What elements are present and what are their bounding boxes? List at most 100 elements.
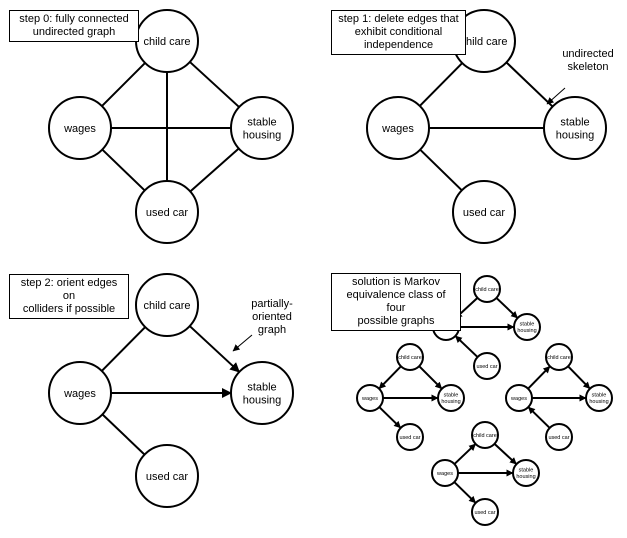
solution-graph3-edge-child_care-stable_housing [567,365,591,390]
step0-node-wages: wages [48,96,112,160]
solution-graph1-node-used-car: used car [473,352,501,380]
solution-graph2-node-label-wages: wages [361,396,378,402]
solution-graph4-node-label-used-car: used car [474,510,495,516]
step0-node-child-care: child care [135,9,199,73]
step0-caption-line1: step 0: fully connected [19,13,129,25]
step1-node-label-child-care: child care [460,36,507,48]
solution-graph4-node-label-wages: wages [436,471,453,477]
solution-graph4-edge-child_care-stable_housing [493,443,518,465]
step1-node-label-housing: housing [556,129,595,141]
solution-graph2-node-label-child-care: child care [398,355,422,361]
solution-graph4-node-label-housing: housing [516,474,535,480]
solution-graph2-node-label-used-car: used car [399,435,420,441]
solution-graph3-edge-used_car-wages [527,406,551,429]
solution-graph3-node-label-stable: stable [592,393,607,399]
step2-edge-child_care-wages [101,326,146,372]
step2-node-label-child-care: child care [143,300,190,312]
solution-graph2-node-child-care: child care [396,343,424,371]
partially-oriented-annotation: partially- oriented graph [242,298,302,337]
solution-graph1-edge-used_car-wages [454,335,479,358]
solution-graph4-edge-wages-child_care [453,443,477,465]
solution-graph3-node-label-used-car: used car [548,435,569,441]
step2-caption: step 2: orient edges on colliders if pos… [9,274,129,319]
solution-graph3-node-label-child-care: child care [547,355,571,361]
step0-node-used-car: used car [135,180,199,244]
step0-edge-wages-used_car [101,148,146,192]
solution-graph1-node-label-used-car: used car [476,364,497,370]
solution-graph4-node-label-child-care: child care [473,433,497,439]
solution-graph3-edge-wages-child_care [527,365,551,390]
solution-graph1-node-label-housing: housing [517,328,536,334]
step0-node-label-stable: stable [247,116,276,128]
partially-oriented-line3: graph [257,324,287,336]
step1-graph [419,61,554,192]
step2-node-label-stable: stable [247,381,276,393]
step1-node-label-stable: stable [560,116,589,128]
solution-graph3-node-child-care: child care [545,343,573,371]
step1-node-wages: wages [366,96,430,160]
step2-node-wages: wages [48,361,112,425]
partially-oriented-line2: oriented [252,311,292,323]
step0-node-label-used-car: used car [146,207,189,219]
step1-caption: step 1: delete edges that exhibit condit… [331,10,466,55]
solution-graph3-node-wages: wages [505,384,533,412]
step1-edge-child_care-wages [419,62,463,107]
solution-graph2-node-label-housing: housing [441,399,460,405]
step0-node-label-child-care: child care [143,36,190,48]
solution-graph2-graph [378,365,443,429]
step2-graph [101,325,240,456]
step1-caption-line1: step 1: delete edges that [338,13,459,25]
solution-graph4-node-label-stable: stable [519,468,534,474]
solution-graph1-node-label-child-care: child care [475,287,499,293]
step1-edge-wages-used_car [419,148,463,192]
step2-node-used-car: used car [135,444,199,508]
step0-edge-child_care-wages [101,62,146,107]
solution-graph4-node-child-care: child care [471,421,499,449]
step1-caption-line2: exhibit conditional [354,26,443,38]
skeleton-pointer-arrow [546,87,566,105]
step2-node-label-used-car: used car [146,471,189,483]
solution-graph2-node-label-stable: stable [444,393,459,399]
solution-caption-line2: equivalence class of four [346,289,446,314]
undirected-skeleton-line2: skeleton [567,61,609,73]
step2-edge-wages-used_car [101,413,146,456]
solution-graph2-edge-child_care-stable_housing [418,365,443,390]
solution-graph4-edge-wages-used_car [453,481,477,504]
solution-graph1-edge-child_care-stable_housing [495,297,519,319]
solution-graph2-node-used-car: used car [396,423,424,451]
step2-edge-child_care-stable_housing [189,325,240,373]
partially-oriented-pointer-arrow [232,334,253,352]
step0-caption: step 0: fully connected undirected graph [9,10,139,42]
step1-node-label-used-car: used car [463,207,506,219]
solution-graph1-node-child-care: child care [473,275,501,303]
solution-graph3-node-label-wages: wages [510,396,527,402]
solution-caption-line3: possible graphs [357,315,435,327]
step2-caption-line2: colliders if possible [22,303,116,315]
solution-graph4-graph [453,443,518,504]
step2-node-child-care: child care [135,273,199,337]
solution-graph4-node-used-car: used car [471,498,499,526]
step0-edge-stable_housing-used_car [189,147,240,193]
solution-graph1-node-label-stable: stable [520,322,535,328]
step1-edge-child_care-stable_housing [505,61,554,108]
step1-caption-line3: independence [363,39,434,51]
step0-node-label-wages: wages [63,123,96,135]
step1-node-label-wages: wages [381,123,414,135]
step2-node-label-housing: housing [243,394,282,406]
solution-graph1-graph [454,297,519,358]
solution-graph3-node-label-housing: housing [589,399,608,405]
step0-graph [101,61,240,193]
step2-caption-line1: step 2: orient edges on [20,277,118,302]
solution-graph2-edge-wages-used_car [378,406,402,429]
solution-graph2-node-wages: wages [356,384,384,412]
